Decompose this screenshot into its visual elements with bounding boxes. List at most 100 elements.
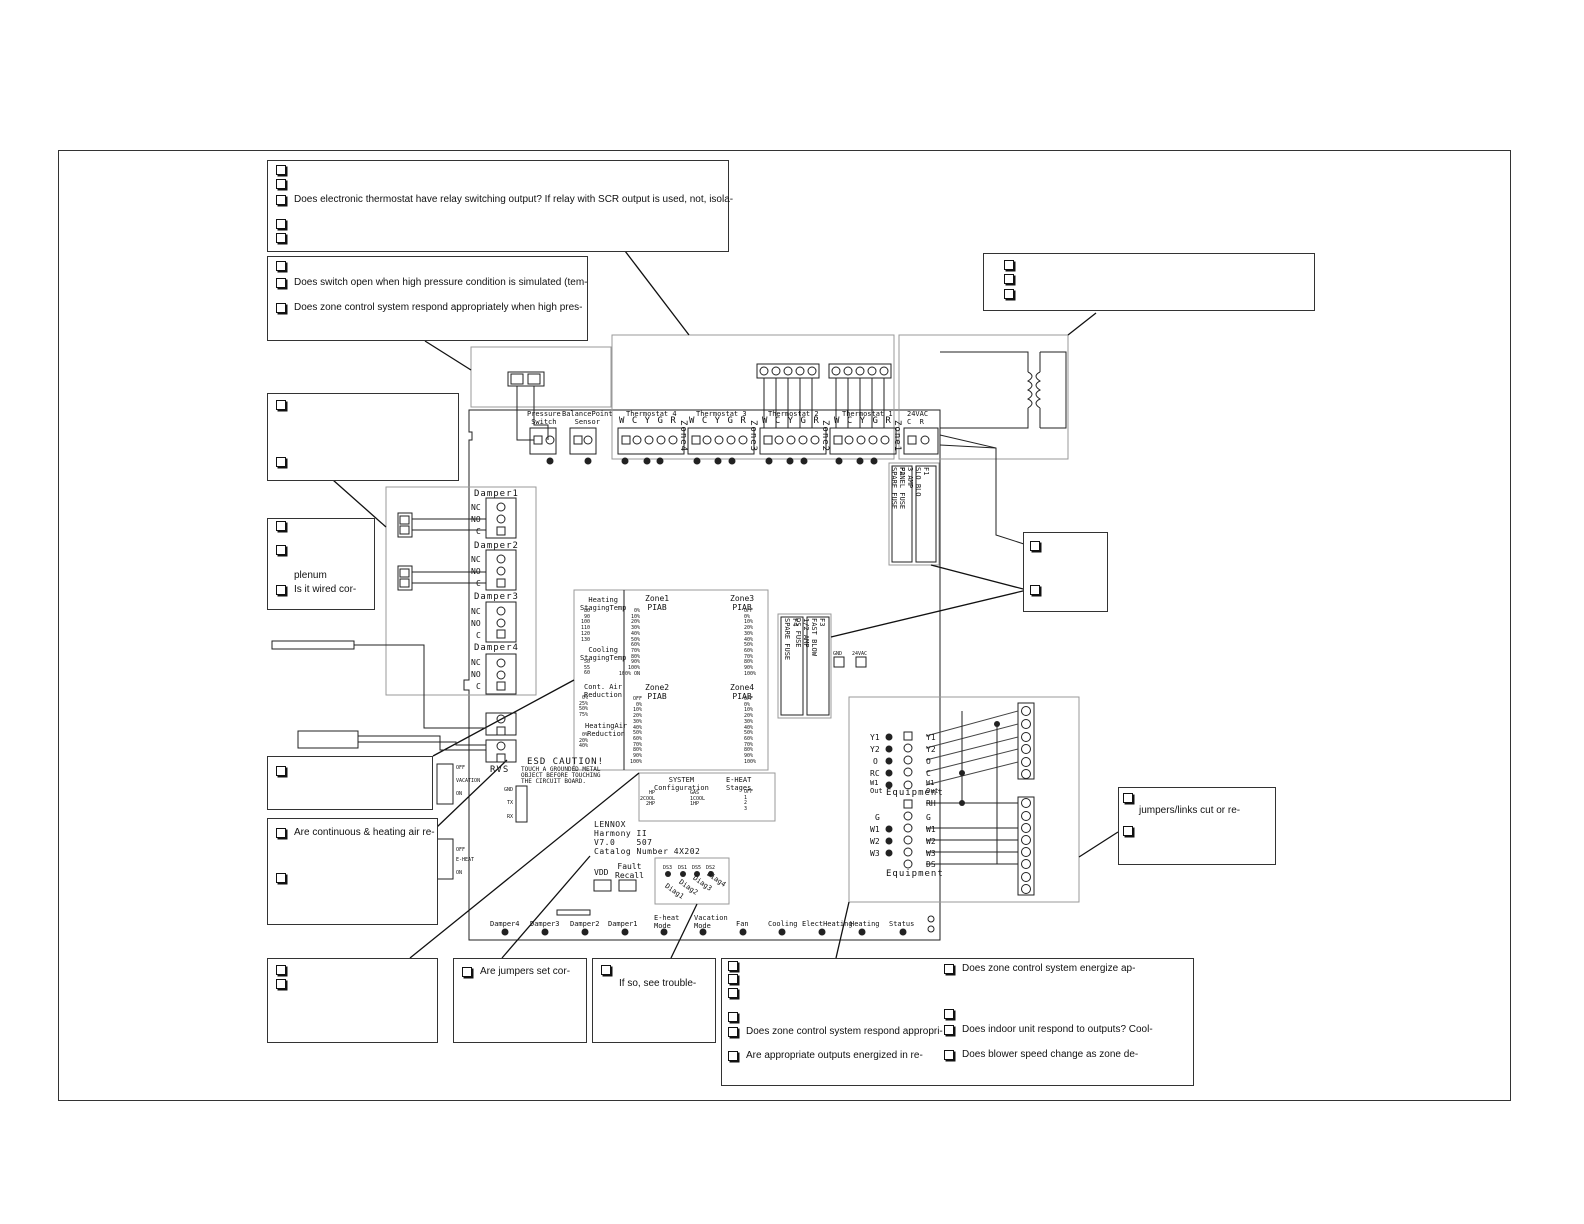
jumper-value: 60% xyxy=(744,735,754,742)
checkbox[interactable] xyxy=(1123,826,1133,836)
jumper-value: 50% xyxy=(744,730,754,737)
nc-label: NC xyxy=(471,555,481,564)
checkbox[interactable] xyxy=(728,1012,738,1022)
led-status: Status xyxy=(889,920,915,928)
zone3-piab-label: Zone3 PIAB xyxy=(730,594,755,612)
rx-label: RX xyxy=(507,814,514,820)
checkbox[interactable] xyxy=(462,967,472,977)
equip-w1: W1 xyxy=(870,825,880,834)
jumper-value: 40% xyxy=(632,724,642,731)
equipment-label-top: Equipment xyxy=(886,788,944,798)
vacation-off: OFF xyxy=(456,765,466,771)
checkbox[interactable] xyxy=(276,303,286,313)
checkbox[interactable] xyxy=(601,965,611,975)
system-config-label: SYSTEM Configuration xyxy=(654,776,709,792)
checkbox[interactable] xyxy=(1004,260,1014,270)
checklist-text: Are appropriate outputs energized in re- xyxy=(746,1050,923,1061)
damper2-label: Damper2 xyxy=(474,541,519,551)
jumper-value: 30% xyxy=(630,625,640,632)
vdd-label: VDD xyxy=(594,868,609,877)
trouble-checklist: If so, see trouble- xyxy=(592,958,716,1043)
jumper-value: 20% xyxy=(632,713,642,720)
zone1-piab-label: Zone1 PIAB xyxy=(645,594,670,612)
checkbox[interactable] xyxy=(276,828,286,838)
checkbox[interactable] xyxy=(728,988,738,998)
checkbox[interactable] xyxy=(728,1027,738,1037)
checkbox[interactable] xyxy=(276,195,286,205)
jumper-value: 50% xyxy=(578,706,588,713)
jumper-value: HP xyxy=(648,790,655,796)
checkbox[interactable] xyxy=(276,400,286,410)
led-vacation-mode: Vacation Mode xyxy=(694,914,728,930)
checkbox[interactable] xyxy=(276,521,286,531)
checkbox[interactable] xyxy=(276,165,286,175)
checkbox[interactable] xyxy=(944,964,954,974)
jumper-value: 0% xyxy=(744,613,751,620)
jumper-value: 75% xyxy=(578,712,588,719)
jumper-value: 40% xyxy=(744,636,754,643)
checkbox[interactable] xyxy=(276,261,286,271)
jumper-value: 80 xyxy=(583,608,590,614)
equip-out-rh: RH xyxy=(926,799,936,808)
checkbox[interactable] xyxy=(276,545,286,555)
wcygr-label: W C Y G R xyxy=(834,416,892,426)
bottom-left-checklist xyxy=(267,958,438,1043)
jumper-value: 120 xyxy=(580,630,590,637)
checkbox[interactable] xyxy=(944,1050,954,1060)
checkbox[interactable] xyxy=(276,766,286,776)
checklist-text: Does blower speed change as zone de- xyxy=(962,1049,1139,1060)
checkbox[interactable] xyxy=(1030,541,1040,551)
fuse-f4-label: F4 SPARE FUSE xyxy=(783,618,799,661)
checkbox[interactable] xyxy=(276,179,286,189)
jumper-value: 70% xyxy=(744,653,754,660)
ds3-label: DS3 xyxy=(663,865,673,871)
checkbox[interactable] xyxy=(276,873,286,883)
jumper-value: OFF xyxy=(744,696,754,702)
checkbox[interactable] xyxy=(276,233,286,243)
damper4-label: Damper4 xyxy=(474,643,519,653)
equip-out-w3: W3 xyxy=(926,849,936,858)
checkbox[interactable] xyxy=(1004,289,1014,299)
checkbox[interactable] xyxy=(276,585,286,595)
gnd-label: GND xyxy=(833,651,843,657)
diag-frame xyxy=(654,857,730,905)
checklist-text: Does zone control system respond appropr… xyxy=(746,1026,943,1037)
checkbox[interactable] xyxy=(276,278,286,288)
jumper-value: 50% xyxy=(630,636,640,643)
checkbox[interactable] xyxy=(728,961,738,971)
checkbox[interactable] xyxy=(944,1009,954,1019)
checkbox[interactable] xyxy=(276,965,286,975)
zone2-label: Zone2 xyxy=(820,420,830,453)
equip-out-y1: Y1 xyxy=(926,733,936,742)
damper3-label: Damper3 xyxy=(474,592,519,602)
equip-out-w2: W2 xyxy=(926,837,936,846)
jumper-value: 10% xyxy=(744,619,754,626)
checkbox[interactable] xyxy=(944,1025,954,1035)
wcygr-label: W C Y G R xyxy=(689,416,747,426)
checkbox[interactable] xyxy=(1123,793,1133,803)
checkbox[interactable] xyxy=(276,457,286,467)
checkbox[interactable] xyxy=(728,974,738,984)
checklist-text: Does zone control system respond appropr… xyxy=(294,302,583,313)
jumper-value: 20% xyxy=(744,625,754,632)
jumper-value: 60% xyxy=(632,735,642,742)
checkbox[interactable] xyxy=(728,1051,738,1061)
jumper-value: 90% xyxy=(744,665,754,671)
esd-caution-label: ESD CAUTION! xyxy=(527,757,605,767)
zone4-label: Zone4 xyxy=(678,420,688,453)
led-fan: Fan xyxy=(736,920,749,928)
jumper-value: 0% xyxy=(633,608,640,614)
jumper-value: 80% xyxy=(744,747,754,754)
checkbox[interactable] xyxy=(1004,274,1014,284)
led-elect-heating: ElectHeating xyxy=(802,920,853,928)
jumper-value: 40% xyxy=(744,724,754,731)
wcygr-label: W C Y G R xyxy=(619,416,677,426)
checkbox[interactable] xyxy=(276,979,286,989)
jumper-value: 50% xyxy=(744,642,754,649)
checklist-text: Is it wired cor- xyxy=(294,584,357,595)
jumper-value: 100% xyxy=(627,665,640,671)
checkbox[interactable] xyxy=(1030,585,1040,595)
damper1-label: Damper1 xyxy=(474,489,519,499)
checkbox[interactable] xyxy=(276,219,286,229)
equip-o: O xyxy=(873,757,878,766)
